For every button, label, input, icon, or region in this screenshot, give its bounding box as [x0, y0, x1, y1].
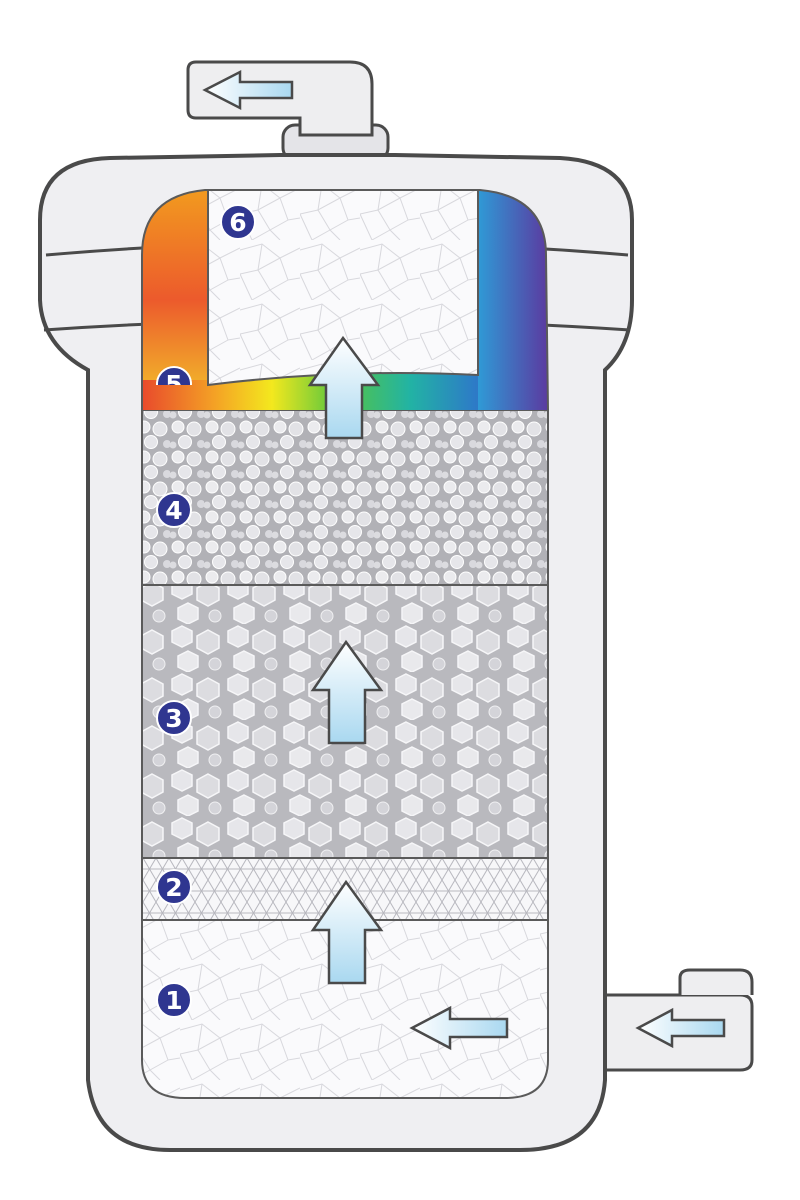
stage-4-badge: 4	[156, 492, 192, 528]
svg-text:3: 3	[165, 704, 182, 733]
stage-5-badge: 5	[156, 366, 192, 399]
up-arrow-icon	[310, 639, 384, 745]
svg-text:6: 6	[229, 208, 246, 237]
stage-2-badge: 2	[156, 869, 192, 905]
outlet-pipe	[186, 60, 390, 162]
svg-text:5: 5	[165, 370, 182, 399]
up-arrow-icon	[310, 879, 384, 985]
svg-text:4: 4	[165, 496, 182, 525]
stage-badges: 6 5 4 3 2 1	[156, 204, 256, 1018]
flow-arrows	[307, 335, 509, 1051]
stage-1-badge: 1	[156, 982, 192, 1018]
up-arrow-icon	[307, 335, 381, 440]
svg-text:1: 1	[165, 986, 182, 1015]
inlet-pipe	[590, 968, 754, 1072]
left-arrow-icon	[635, 1007, 726, 1049]
svg-text:2: 2	[165, 873, 182, 902]
stage-1-layer	[141, 919, 549, 1099]
left-arrow-icon	[202, 69, 294, 111]
left-arrow-icon	[409, 1005, 509, 1051]
stage-3-badge: 3	[156, 700, 192, 736]
stage-6-badge: 6	[220, 204, 256, 240]
